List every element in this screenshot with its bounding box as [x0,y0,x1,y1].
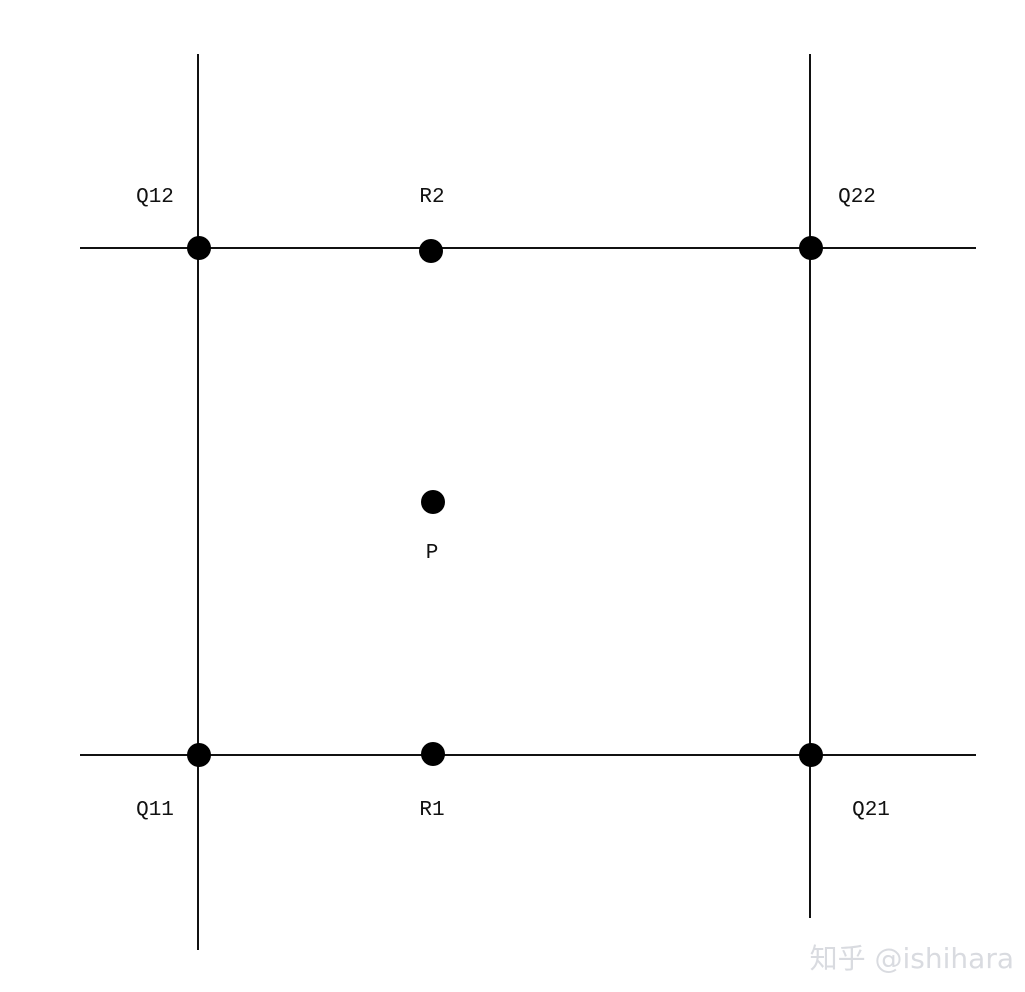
label-r2: R2 [419,186,444,209]
label-q11: Q11 [136,799,174,822]
point-r1 [421,742,445,766]
point-q11 [187,743,211,767]
point-q12 [187,236,211,260]
label-p: P [426,542,439,565]
label-q22: Q22 [838,186,876,209]
label-q12: Q12 [136,186,174,209]
label-r1: R1 [419,799,444,822]
point-q21 [799,743,823,767]
point-q22 [799,236,823,260]
watermark-text: 知乎 @ishihara [810,942,1014,975]
point-p [421,490,445,514]
label-q21: Q21 [852,799,890,822]
point-r2 [419,239,443,263]
